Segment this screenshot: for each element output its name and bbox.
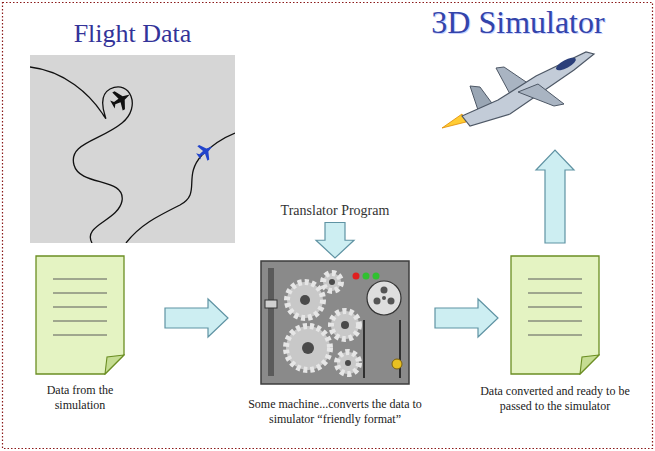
node-text: Data from the simulation — [25, 383, 135, 413]
block-arrow — [165, 299, 228, 337]
block-arrow — [316, 223, 354, 259]
document-icon — [510, 255, 600, 375]
document-box: Data converted and ready to be passed to… — [470, 255, 640, 414]
flight-path-picture — [30, 55, 235, 243]
node-illustration — [30, 55, 235, 243]
node-text: Data converted and ready to be passed to… — [470, 384, 640, 414]
node-illustration — [510, 255, 600, 375]
block-arrow — [435, 299, 498, 337]
document-box: Data from the simulation — [25, 255, 135, 413]
node-text: Some machine...converts the data to simu… — [245, 397, 425, 427]
machine-box: Some machine...converts the data to simu… — [245, 260, 425, 427]
program-label: Translator Program — [255, 202, 415, 220]
node-text: Flight Data — [30, 18, 235, 51]
block-arrow — [536, 150, 574, 243]
node-illustration — [438, 44, 598, 142]
node-illustration — [35, 255, 125, 375]
dotted-border — [3, 3, 653, 449]
node-text: 3D Simulator — [428, 2, 608, 42]
picture-panel: Flight Data — [30, 18, 235, 243]
machine-illustration — [260, 260, 410, 385]
node-text: Translator Program — [255, 202, 415, 220]
node-illustration — [260, 260, 410, 385]
simulator-panel: 3D Simulator — [428, 2, 608, 142]
document-icon — [35, 255, 125, 375]
jet-illustration — [438, 44, 598, 142]
